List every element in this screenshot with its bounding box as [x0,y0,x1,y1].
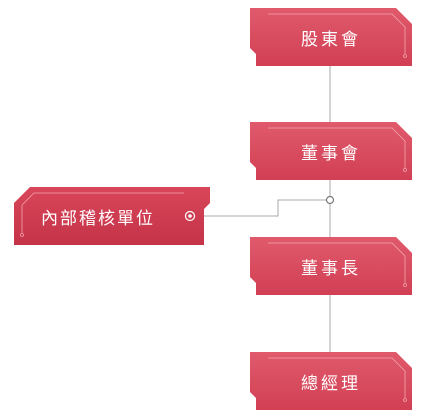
org-node-box [250,352,412,410]
org-node-shareholders-meeting: 股東會 [250,8,412,66]
org-node-box [250,122,412,180]
org-node-label: 總經理 [301,373,361,394]
connector-audit-branch [190,199,330,217]
org-node-president: 總經理 [250,352,412,410]
org-node-internal-audit: 內部稽核單位 [14,187,210,245]
junction-dot [325,195,335,205]
connector-port-icon [184,210,196,222]
org-node-box [14,187,210,245]
org-node-board-of-directors: 董事會 [250,122,412,180]
org-node-label: 內部稽核單位 [41,208,155,229]
org-node-label: 董事長 [301,258,361,279]
org-node-label: 股東會 [301,29,361,50]
org-node-label: 董事會 [301,143,361,164]
org-node-box [250,237,412,295]
org-node-box [250,8,412,66]
org-node-chairman: 董事長 [250,237,412,295]
